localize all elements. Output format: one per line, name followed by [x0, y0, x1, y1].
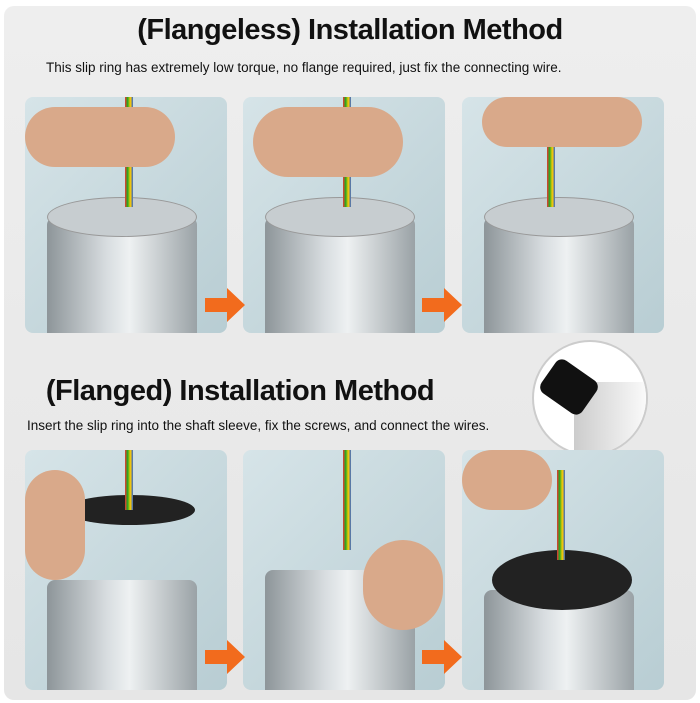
flangeless-step-2-photo — [243, 97, 445, 333]
flanged-step-3-photo — [462, 450, 664, 690]
flangeless-title: (Flangeless) Installation Method — [137, 14, 563, 46]
flangeless-step-3-photo — [462, 97, 664, 333]
flanged-slip-ring-product-photo — [532, 340, 648, 456]
flangeless-subtitle: This slip ring has extremely low torque,… — [46, 60, 562, 75]
arrow-right-icon — [422, 640, 462, 674]
flanged-subtitle: Insert the slip ring into the shaft slee… — [27, 418, 490, 433]
flanged-step-1-photo — [25, 450, 227, 690]
arrow-right-icon — [205, 288, 245, 322]
flanged-step-2-photo — [243, 450, 445, 690]
flanged-title: (Flanged) Installation Method — [45, 375, 435, 407]
arrow-right-icon — [205, 640, 245, 674]
arrow-right-icon — [422, 288, 462, 322]
flangeless-step-1-photo — [25, 97, 227, 333]
